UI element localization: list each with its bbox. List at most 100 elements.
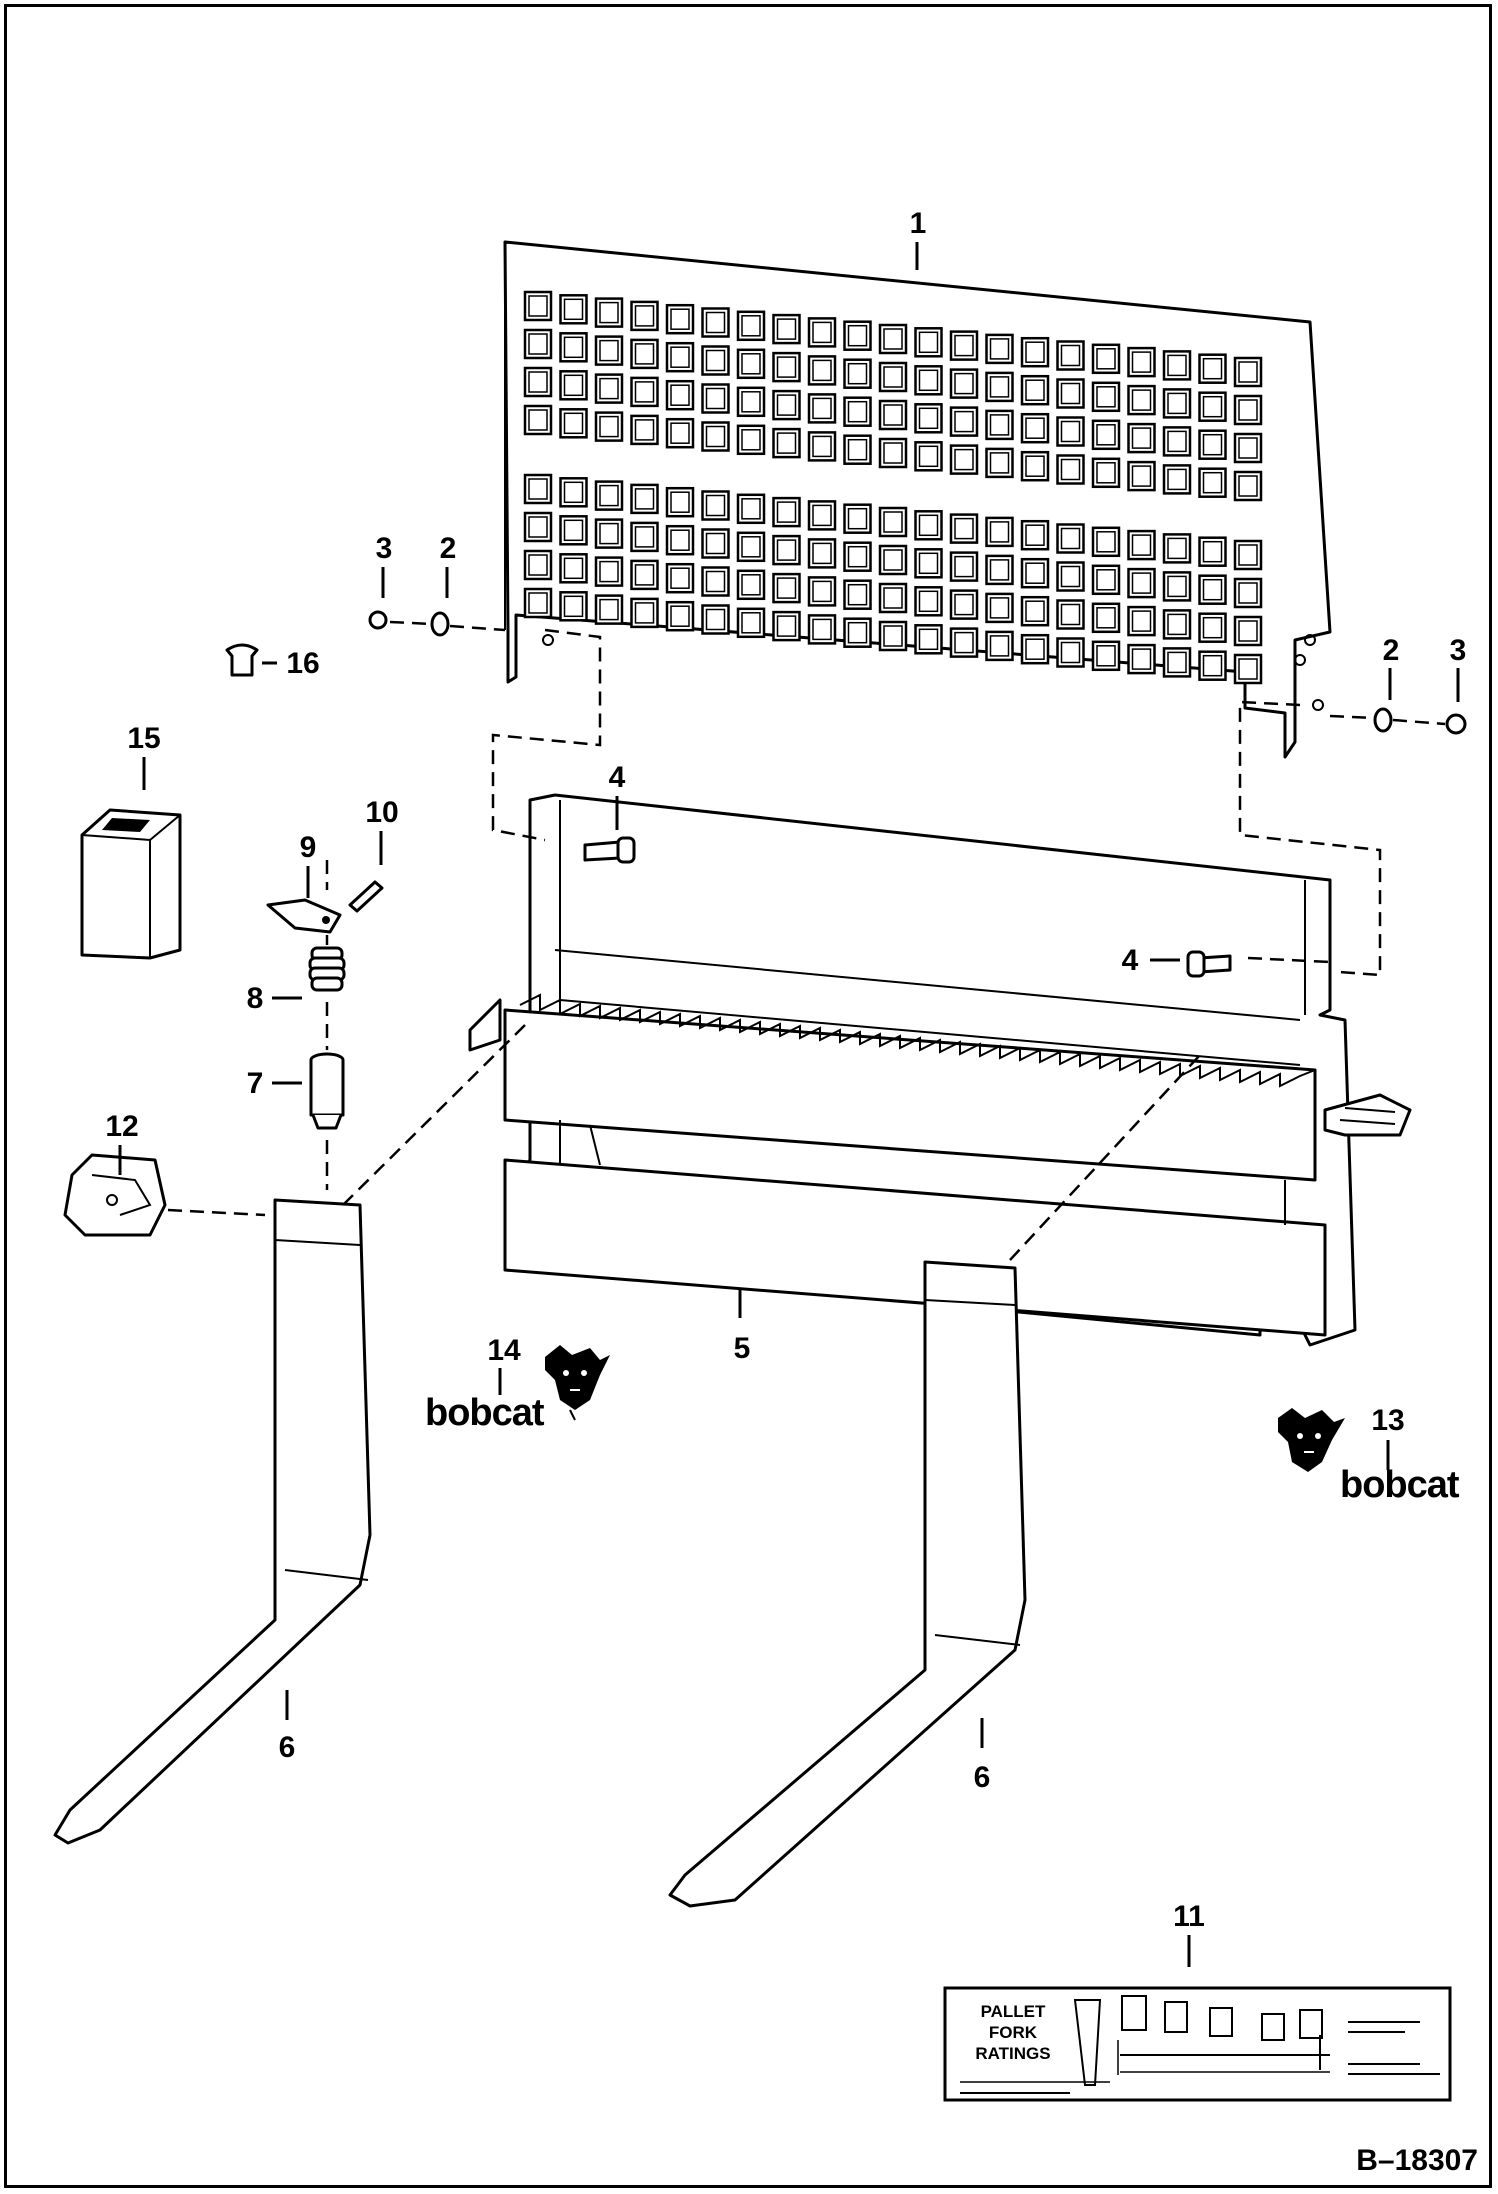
callout-6-right: 6 <box>974 1761 991 1794</box>
grid-opening-inner <box>1131 465 1152 487</box>
grid-opening-inner <box>883 549 903 571</box>
bolt-4-left <box>583 836 636 864</box>
grid-opening-inner <box>670 384 690 406</box>
grid-opening-inner <box>1238 475 1258 497</box>
grid-opening-inner <box>670 605 690 627</box>
grid-opening-inner <box>847 438 868 461</box>
grid-opening-inner <box>776 539 797 561</box>
grid-opening-inner <box>776 615 797 637</box>
grid-opening-inner <box>989 452 1010 474</box>
grid-opening-inner <box>812 435 832 458</box>
grid-opening-inner <box>812 580 832 603</box>
grid-opening-inner <box>1025 600 1045 622</box>
callout-12: 12 <box>105 1110 138 1143</box>
fork-left <box>53 1198 372 1845</box>
grid-opening-inner <box>563 336 584 359</box>
grid-opening-inner <box>883 328 903 350</box>
pin-7 <box>309 1052 345 1130</box>
grid-opening-inner <box>776 394 797 416</box>
grid-opening-inner <box>847 545 868 568</box>
callout-2-left: 2 <box>440 532 457 565</box>
grid-opening-inner <box>1167 651 1187 674</box>
plug-16 <box>225 643 259 677</box>
grid-openings <box>523 290 1263 685</box>
grid-opening-inner <box>989 635 1010 657</box>
grid-opening-inner <box>847 583 868 606</box>
callout-15: 15 <box>127 722 160 755</box>
grid-opening-inner <box>883 587 903 609</box>
grid-opening-inner <box>1131 572 1152 594</box>
grid-opening-inner <box>954 372 974 395</box>
grid-opening-inner <box>1131 351 1152 373</box>
grid-opening-inner <box>741 391 761 413</box>
grid-opening-inner <box>705 494 726 517</box>
grid-opening-inner <box>528 295 548 317</box>
grid-opening-inner <box>1167 430 1187 453</box>
grid-opening-inner <box>1238 544 1258 566</box>
bobcat-logo-13: bobcat <box>1278 1408 1461 1506</box>
grid-opening-inner <box>812 542 832 565</box>
grid-opening-inner <box>563 412 584 435</box>
grid-opening-inner <box>705 349 726 372</box>
grid-opening-inner <box>599 560 619 583</box>
grid-opening-inner <box>741 612 761 634</box>
grid-opening-inner <box>1096 569 1116 591</box>
grid-opening-inner <box>599 377 619 400</box>
grid-opening-inner <box>1060 527 1081 550</box>
grid-opening-inner <box>847 507 868 530</box>
callout-numbers: 1 3 2 2 3 4 4 5 6 6 7 8 9 10 11 12 13 14… <box>105 207 1466 1933</box>
grid-opening-inner <box>670 567 690 589</box>
grid-opening-inner <box>1096 462 1116 484</box>
grid-opening-inner <box>528 333 548 355</box>
grid-opening-inner <box>776 501 797 523</box>
grid-opening-inner <box>741 353 761 375</box>
grid-opening-inner <box>705 608 726 631</box>
grid-opening-inner <box>528 371 548 393</box>
grid-opening-inner <box>1131 610 1152 632</box>
callout-3-left: 3 <box>376 532 393 565</box>
grid-opening-inner <box>705 387 726 410</box>
grid-opening-inner <box>883 366 903 388</box>
grid-opening-inner <box>776 577 797 599</box>
grid-opening-inner <box>918 590 939 613</box>
grid-opening-inner <box>670 529 690 551</box>
grid-opening-inner <box>634 343 655 365</box>
bobcat-wordmark-13: bobcat <box>1340 1464 1460 1506</box>
grid-opening-inner <box>741 574 761 596</box>
grid-opening-inner <box>1202 616 1223 639</box>
grid-opening-inner <box>954 410 974 433</box>
grid-opening-inner <box>918 331 939 354</box>
grid-opening-inner <box>705 311 726 334</box>
load-back-rest <box>503 240 1332 759</box>
grid-opening-inner <box>634 381 655 403</box>
grid-opening-inner <box>599 339 619 362</box>
grid-opening-inner <box>1202 578 1223 601</box>
grid-opening-inner <box>1025 562 1045 584</box>
grid-opening-inner <box>918 407 939 430</box>
callout-7: 7 <box>247 1067 264 1100</box>
grid-opening-inner <box>1238 582 1258 604</box>
grid-opening-inner <box>563 557 584 580</box>
grid-opening-inner <box>1025 379 1045 401</box>
grid-opening-inner <box>1096 607 1116 629</box>
grid-opening-inner <box>1202 395 1223 418</box>
bracket-12 <box>63 1153 167 1237</box>
callout-4-left: 4 <box>609 761 626 794</box>
grid-opening-inner <box>847 621 868 644</box>
grid-opening-inner <box>1202 357 1223 380</box>
grid-opening-inner <box>599 415 619 438</box>
grid-opening-inner <box>918 514 939 537</box>
grid-opening-inner <box>1060 344 1081 367</box>
grid-opening-inner <box>1096 645 1116 667</box>
grid-opening-inner <box>1202 433 1223 456</box>
grid-opening-inner <box>812 618 832 641</box>
grid-opening-inner <box>918 552 939 575</box>
grid-opening-inner <box>812 397 832 420</box>
grid-opening-inner <box>563 374 584 397</box>
grid-opening-inner <box>670 491 690 513</box>
grid-opening-inner <box>989 597 1010 619</box>
grid-opening-inner <box>741 536 761 558</box>
grid-opening-inner <box>954 517 974 540</box>
grid-opening-inner <box>883 511 903 533</box>
grid-opening-inner <box>670 308 690 330</box>
